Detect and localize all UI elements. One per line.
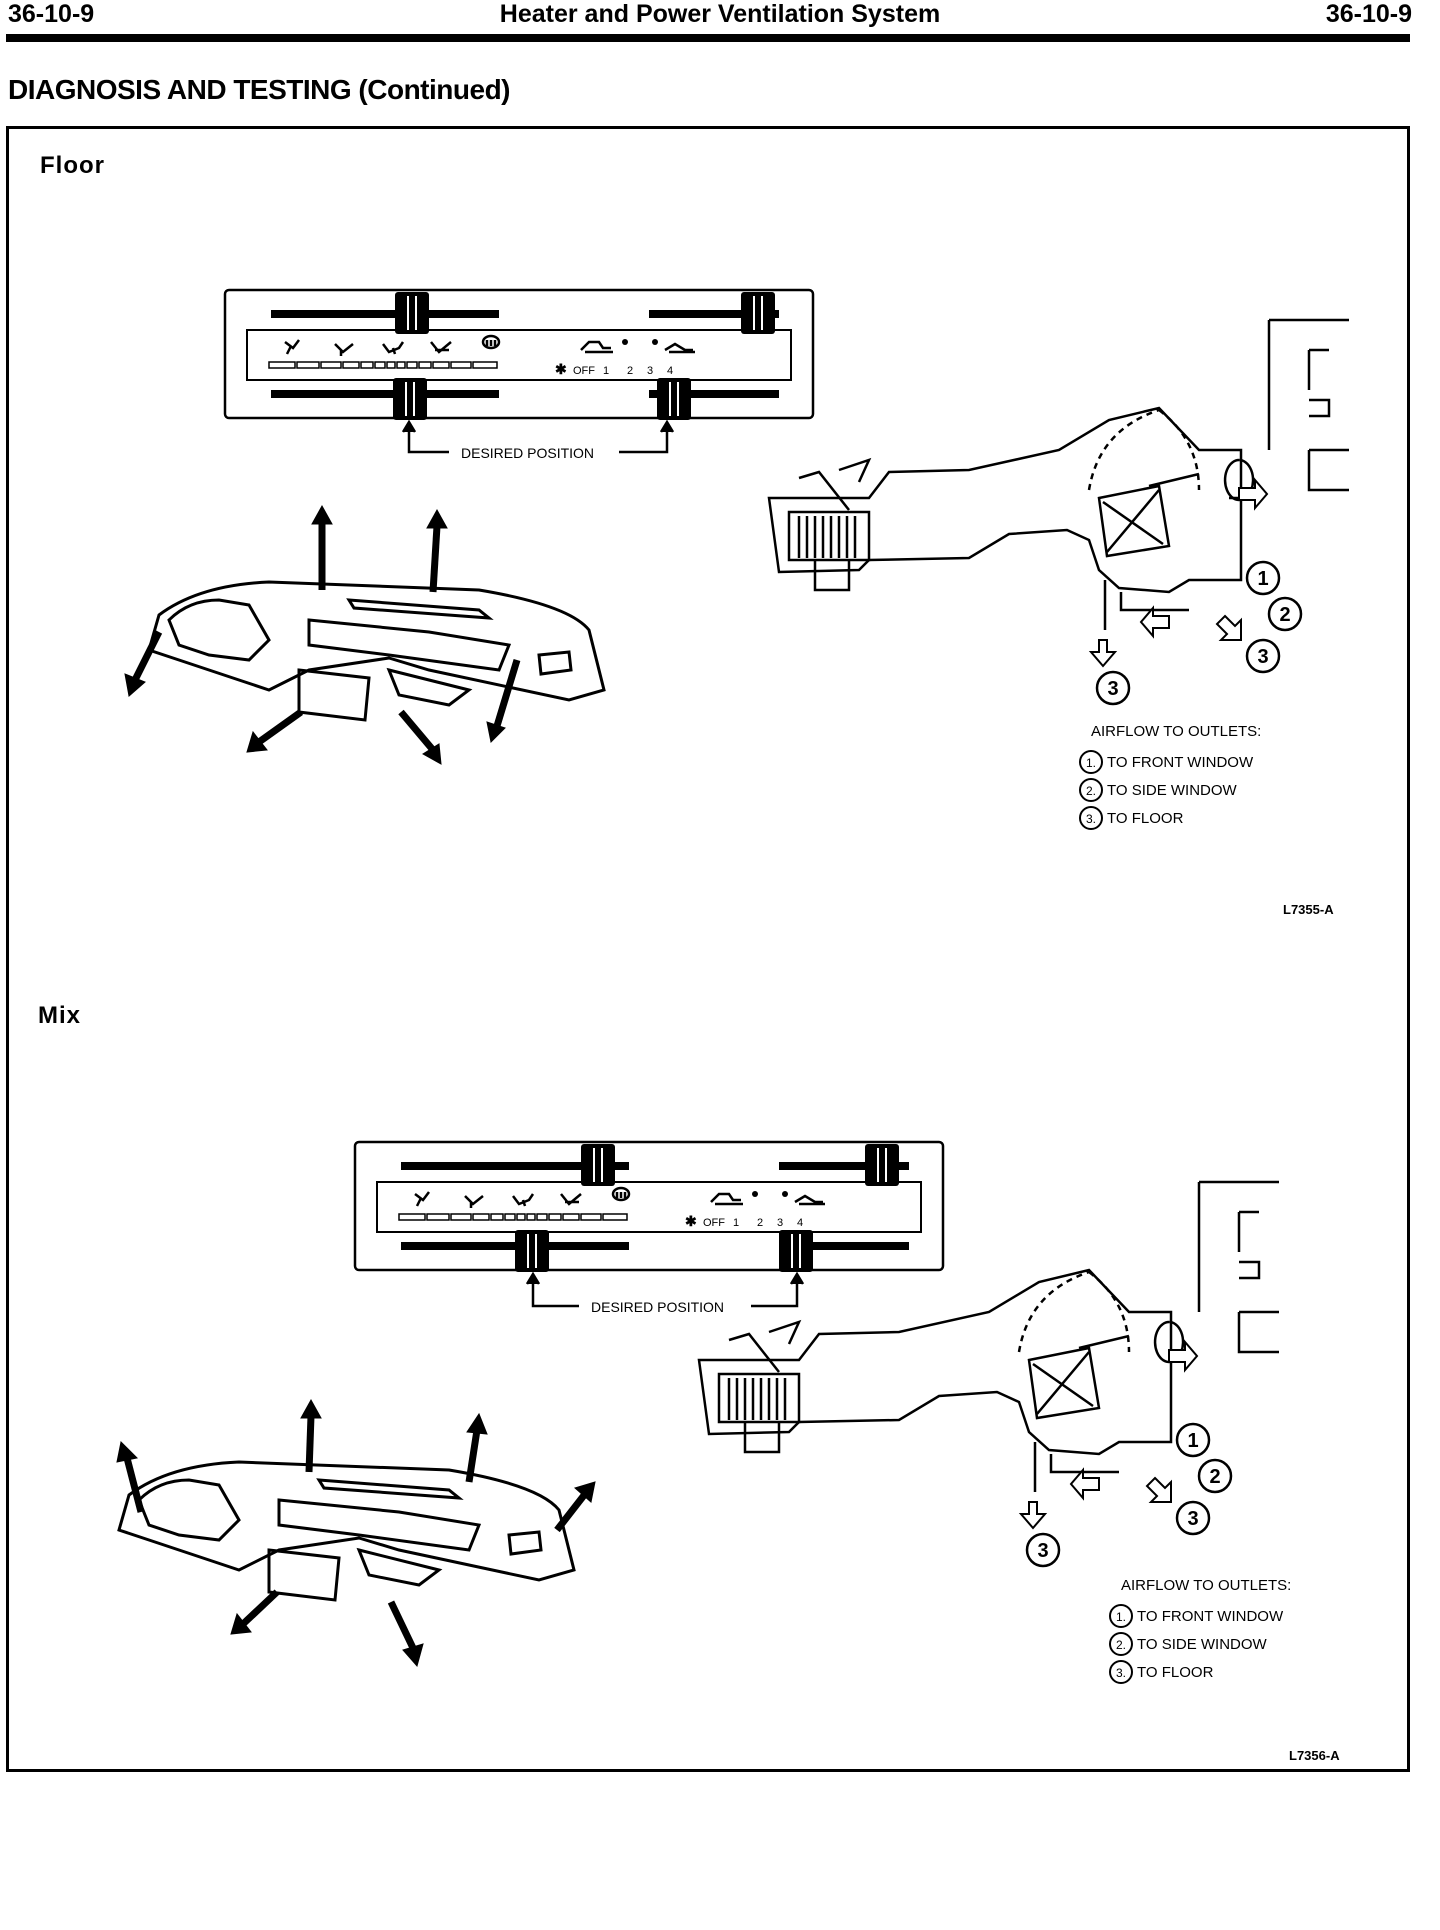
fan-icon: ✱ xyxy=(555,361,567,377)
temperature-scale xyxy=(398,1213,628,1221)
dashboard-illustration xyxy=(117,1460,576,1602)
mode-icons xyxy=(284,334,695,356)
callout-2: 2 xyxy=(1209,1466,1220,1488)
page-header: 36-10-9 Heater and Power Ventilation Sys… xyxy=(0,0,1440,40)
floor-illustration: ✱ OFF 1 2 3 4 DESIRED POSITION xyxy=(124,288,1349,917)
fan-slider-knob xyxy=(779,1230,813,1272)
desired-position-label: DESIRED POSITION xyxy=(591,1299,724,1315)
mix-illustration: ✱ OFF 1 2 3 4 DESIRED POSITION xyxy=(116,1140,1340,1763)
airflow-legend-title: AIRFLOW TO OUTLETS: xyxy=(1121,1577,1291,1594)
fan-label-2: 2 xyxy=(627,365,633,377)
legend-num-1: 1. xyxy=(1116,1610,1126,1624)
mix-figure: ✱ OFF 1 2 3 4 DESIRED POSITION xyxy=(9,1110,1407,1930)
fan-label-off: OFF xyxy=(703,1217,725,1229)
temperature-scale xyxy=(268,361,498,369)
legend-item-2: TO SIDE WINDOW xyxy=(1137,1636,1268,1653)
temperature-slider-knob xyxy=(581,1144,615,1186)
outlet-callouts: 1 2 3 3 xyxy=(1025,1422,1233,1568)
fan-label-1: 1 xyxy=(733,1217,739,1229)
fan-slider-knob xyxy=(657,378,691,420)
desired-position-indicator xyxy=(401,419,675,454)
figure-frame xyxy=(6,126,1410,1772)
dashboard-illustration xyxy=(147,580,606,722)
legend-item-1: TO FRONT WINDOW xyxy=(1137,1608,1284,1625)
recirc-slider-knob xyxy=(741,292,775,334)
legend-num-3: 3. xyxy=(1116,1666,1126,1680)
duct-airflow-arrows xyxy=(1018,1339,1199,1530)
fan-label-3: 3 xyxy=(777,1217,783,1229)
section-title: DIAGNOSIS AND TESTING (Continued) xyxy=(8,74,511,105)
callout-3b: 3 xyxy=(1107,678,1118,700)
page-number-left: 36-10-9 xyxy=(8,0,95,28)
fan-label-off: OFF xyxy=(573,365,595,377)
fan-label-2: 2 xyxy=(757,1217,763,1229)
callout-3a: 3 xyxy=(1257,646,1268,668)
callout-3b: 3 xyxy=(1037,1540,1048,1562)
legend-item-3: TO FLOOR xyxy=(1107,810,1184,827)
duct-airflow-arrows xyxy=(1088,477,1269,668)
callout-1: 1 xyxy=(1257,568,1268,590)
callout-1: 1 xyxy=(1187,1430,1198,1452)
fan-label-4: 4 xyxy=(667,365,673,377)
figure-code: L7355-A xyxy=(1283,902,1334,917)
fan-label-4: 4 xyxy=(797,1217,803,1229)
fan-icon: ✱ xyxy=(685,1213,697,1229)
page-number-right: 36-10-9 xyxy=(1325,0,1412,28)
legend-item-1: TO FRONT WINDOW xyxy=(1107,754,1254,771)
panel-label-mix: Mix xyxy=(38,1002,82,1029)
legend-num-1: 1. xyxy=(1086,756,1096,770)
chapter-title: Heater and Power Ventilation System xyxy=(499,0,941,28)
callout-3a: 3 xyxy=(1187,1508,1198,1530)
floor-figure: ✱ OFF 1 2 3 4 DESIRED POSITION xyxy=(9,260,1407,1080)
control-panel: ✱ OFF 1 2 3 4 xyxy=(223,288,815,420)
callout-2: 2 xyxy=(1279,604,1290,626)
mode-slider-knob xyxy=(515,1230,549,1272)
outlet-callouts: 1 2 3 3 xyxy=(1095,560,1303,706)
legend-num-3: 3. xyxy=(1086,812,1096,826)
recirc-slider-knob xyxy=(865,1144,899,1186)
mode-slider-knob xyxy=(393,378,427,420)
airflow-arrows xyxy=(124,504,521,765)
airflow-legend: AIRFLOW TO OUTLETS: 1. TO FRONT WINDOW 2… xyxy=(1079,723,1261,830)
control-panel: ✱ OFF 1 2 3 4 xyxy=(353,1140,945,1272)
fan-label-1: 1 xyxy=(603,365,609,377)
desired-position-indicator xyxy=(525,1271,805,1308)
airflow-legend: AIRFLOW TO OUTLETS: 1. TO FRONT WINDOW 2… xyxy=(1109,1577,1291,1684)
fan-label-3: 3 xyxy=(647,365,653,377)
legend-item-3: TO FLOOR xyxy=(1137,1664,1214,1681)
temperature-slider-knob xyxy=(395,292,429,334)
legend-item-2: TO SIDE WINDOW xyxy=(1107,782,1238,799)
legend-num-2: 2. xyxy=(1116,1638,1126,1652)
panel-label-floor: Floor xyxy=(40,152,105,179)
header-rule xyxy=(6,34,1410,42)
desired-position-label: DESIRED POSITION xyxy=(461,445,594,461)
figure-code: L7356-A xyxy=(1289,1748,1340,1763)
legend-num-2: 2. xyxy=(1086,784,1096,798)
airflow-legend-title: AIRFLOW TO OUTLETS: xyxy=(1091,723,1261,740)
airflow-arrows xyxy=(116,1398,596,1668)
mode-icons xyxy=(414,1186,825,1208)
